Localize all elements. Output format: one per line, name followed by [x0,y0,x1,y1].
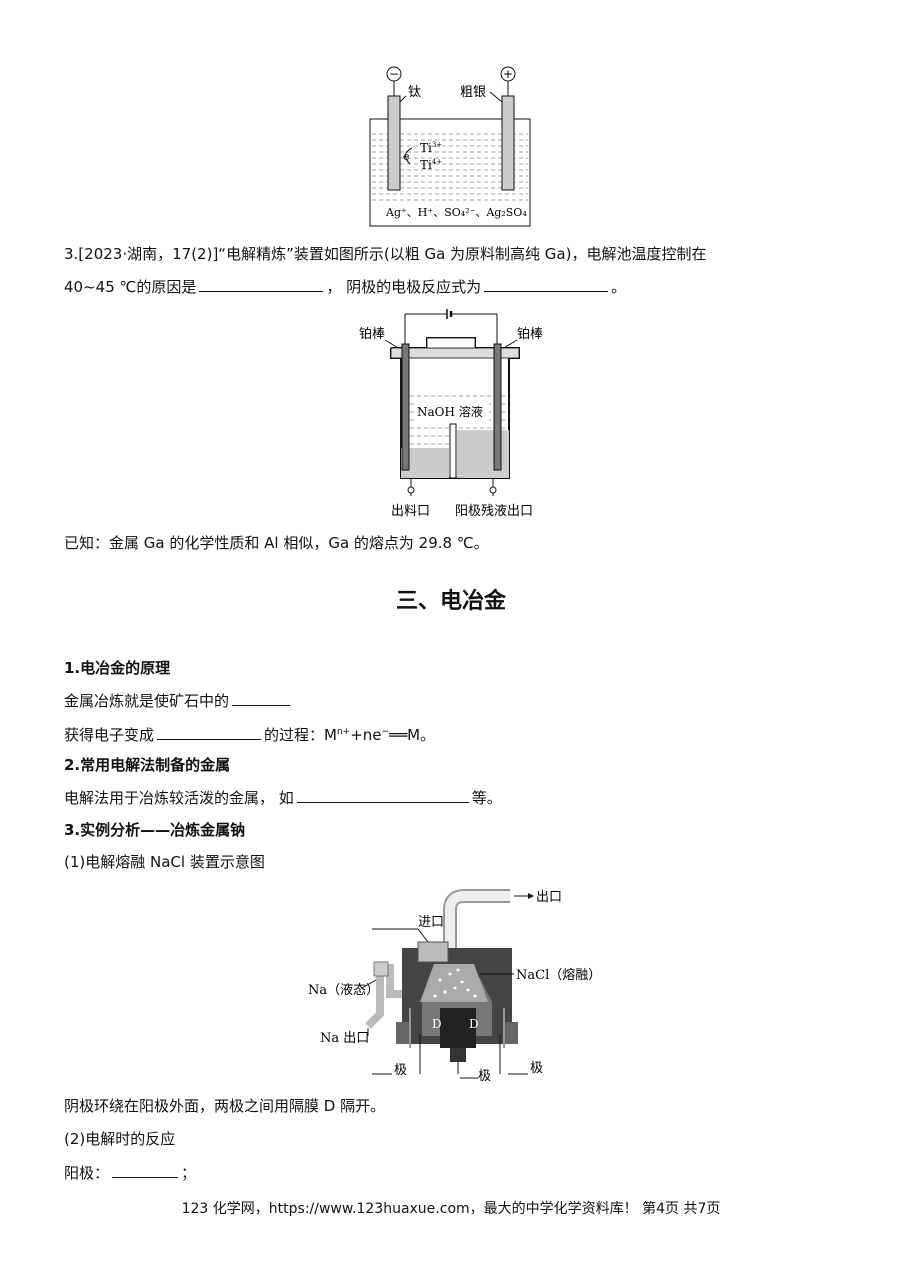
page-footer: 123 化学网，https://www.123huaxue.com，最大的中学化… [181,1201,721,1217]
d-left-label: D [432,1017,442,1031]
q3-line2: 40~45 ℃的原因是 ， 阴极的电极反应式为 。 [64,276,626,297]
naoh-solution-label: NaOH 溶液 [417,404,483,419]
outlet-label: 出口 [536,890,562,905]
pt-rod-right [493,343,502,471]
plus-sign: + [503,67,513,81]
s2-line: 电解法用于冶炼较活泼的金属， 如 等。 [64,787,502,808]
ti-electrode [387,95,401,191]
residue-outlet-label: 阳极残液出口 [455,504,533,519]
pole-label-2: 极 [478,1069,491,1084]
s1-line2-sup: n+ [336,727,351,737]
s1-line2-d: ══M。 [389,726,436,744]
s1-line2-b: 的过程：M [264,726,337,744]
ti4-label: Ti4+ [420,158,442,172]
outlet-label: 出料口 [391,504,430,519]
section-title: 三、电冶金 [395,588,506,614]
electron-label: e [403,150,410,163]
known-note: 已知：金属 Ga 的化学性质和 Al 相似，Ga 的熔点为 29.8 ℃。 [64,534,489,552]
figure-electrolysis-titanium: − + 钛 粗银 e Ti3+ Ti4+ Ag⁺、H⁺、SO₄²⁻、Ag₂SO₄ [369,66,531,227]
q3-line2-b: ， 阴极的电极反应式为 [326,278,482,296]
s3-note: 阴极环绕在阳极外面，两极之间用隔膜 D 隔开。 [64,1097,386,1115]
s1-line2-c: +ne [350,726,382,744]
s1-line1-text: 金属冶炼就是使矿石中的 [64,692,230,710]
q3-line2-a: 40~45 ℃的原因是 [64,278,197,296]
anode-block [440,1008,476,1048]
pt-rod-left-label: 铂棒 [359,326,385,342]
s3-title: 3.实例分析——冶炼金属钠 [64,821,246,839]
d-right-label: D [469,1017,479,1031]
s2-line-b: 等。 [471,789,502,807]
divider-wall [449,423,457,479]
solution-label: Ag⁺、H⁺、SO₄²⁻、Ag₂SO₄ [385,206,527,219]
crude-ag-electrode [501,95,515,191]
na-liquid-label: Na（液态） [308,983,379,998]
s3-sub2: (2)电解时的反应 [64,1130,176,1148]
answer-blank-metals[interactable] [296,787,469,803]
s2-line-a: 电解法用于冶炼较活泼的金属， 如 [64,789,294,807]
crude-ag-label: 粗银 [460,85,486,100]
s1-title: 1.电冶金的原理 [64,659,171,677]
s1-line2-sup2: − [381,727,390,737]
ti-label: 钛 [408,85,421,100]
answer-blank-cathode[interactable] [484,276,609,292]
anode-label: 阳极： [64,1164,110,1182]
nacl-molten-label: NaCl（熔融） [516,968,601,983]
na-outlet-label: Na 出口 [320,1031,369,1046]
s1-line2: 获得电子变成 的过程：Mn++ne−══M。 [64,722,435,745]
figure-ga-refining: 铂棒 铂棒 NaOH 溶液 出料口 阳极残液出口 [359,309,543,519]
ti3-label: Ti3+ [420,141,442,155]
pole-label-1: 极 [394,1063,407,1078]
answer-blank-metal[interactable] [157,724,262,740]
minus-sign: − [389,67,399,81]
anode-end: ； [181,1164,197,1182]
s1-line1: 金属冶炼就是使矿石中的 [64,690,293,711]
q3-line2-c: 。 [611,278,627,296]
pt-rod-left [401,343,410,471]
pole-label-3: 极 [530,1061,543,1076]
s3-sub1: (1)电解熔融 NaCl 装置示意图 [64,853,265,871]
inlet-label: 进口 [418,915,444,930]
s1-line2-a: 获得电子变成 [64,726,155,744]
q3-line1: 3.[2023·湖南，17(2)]“电解精炼”装置如图所示(以粗 Ga 为原料制… [64,245,707,263]
s2-title: 2.常用电解法制备的金属 [64,756,231,774]
anode-line: 阳极： ； [64,1162,196,1183]
answer-blank-reason[interactable] [199,276,324,292]
figure-na-electrolysis: 出口 进口 D D Na（液态） Na 出口 NaCl（熔融） 极 极 极 [308,889,601,1084]
answer-blank-ore[interactable] [232,690,291,706]
answer-blank-anode[interactable] [112,1162,179,1178]
pt-rod-right-label: 铂棒 [517,326,543,342]
